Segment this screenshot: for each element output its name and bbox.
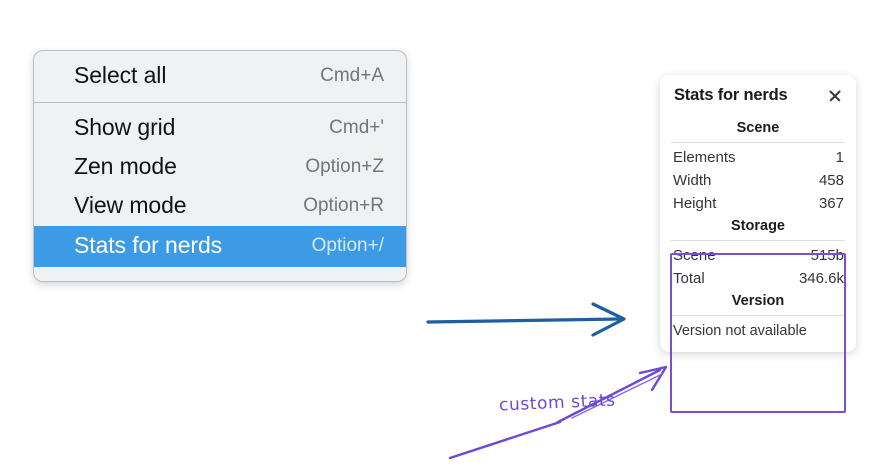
menu-item-label: Stats for nerds [74, 232, 223, 258]
menu-section-edit: Select all Cmd+A [34, 51, 406, 102]
version-section: Version Version not available [660, 290, 856, 341]
menu-item-show-grid[interactable]: Show grid Cmd+' [34, 109, 406, 148]
divider [671, 240, 845, 241]
blue-arrow-annotation [426, 302, 626, 337]
page-title: Stats for nerds [674, 86, 788, 104]
menu-item-zen-mode[interactable]: Zen mode Option+Z [34, 148, 406, 187]
menu-item-shortcut: Option+Z [305, 155, 384, 177]
stat-label: Elements [673, 149, 736, 166]
stat-label: Width [673, 172, 712, 189]
stat-row: Width 458 [671, 169, 845, 192]
divider [671, 142, 845, 143]
stats-for-nerds-panel: Stats for nerds Scene Elements 1 Width 4… [660, 75, 856, 352]
menu-item-stats-for-nerds[interactable]: Stats for nerds Option+/ [34, 226, 406, 267]
purple-underline-arrow-annotation [448, 420, 562, 460]
stat-value: 1 [835, 149, 844, 166]
menu-item-label: Show grid [74, 114, 176, 140]
callout-label: custom stats [498, 390, 617, 416]
version-note: Version not available [673, 323, 807, 339]
stat-value: 458 [818, 172, 844, 189]
menu-item-view-mode[interactable]: View mode Option+R [34, 187, 406, 226]
scene-section: Scene Elements 1 Width 458 Height 367 [660, 117, 856, 215]
menu-item-select-all[interactable]: Select all Cmd+A [34, 57, 406, 96]
stat-label: Total [673, 270, 705, 287]
menu-footer-spacer [34, 267, 406, 281]
menu-item-label: Select all [74, 62, 167, 88]
stat-row: Total 346.6k [671, 267, 845, 290]
menu-item-label: Zen mode [74, 153, 177, 179]
scene-heading: Scene [736, 120, 780, 136]
close-icon[interactable] [827, 88, 843, 104]
context-menu[interactable]: Select all Cmd+A Show grid Cmd+' Zen mod… [33, 50, 407, 282]
stat-row: Height 367 [671, 192, 845, 215]
stat-value: 515b [810, 247, 844, 264]
divider [671, 315, 845, 316]
menu-item-shortcut: Option+R [303, 194, 384, 216]
menu-item-shortcut: Cmd+' [329, 116, 384, 138]
menu-item-shortcut: Cmd+A [320, 64, 384, 86]
stat-row: Scene 515b [671, 244, 845, 267]
stat-row: Elements 1 [671, 146, 845, 169]
panel-header: Stats for nerds [660, 86, 856, 105]
storage-heading: Storage [731, 218, 785, 234]
menu-item-shortcut: Option+/ [311, 234, 384, 256]
menu-section-view: Show grid Cmd+' Zen mode Option+Z View m… [34, 102, 406, 281]
storage-section: Storage Scene 515b Total 346.6k [660, 215, 856, 290]
stat-label: Height [673, 195, 717, 212]
stat-label: Scene [673, 247, 716, 264]
menu-item-label: View mode [74, 192, 187, 218]
stat-value: 367 [818, 195, 844, 212]
stat-value: 346.6k [798, 270, 844, 287]
version-heading: Version [731, 293, 785, 309]
